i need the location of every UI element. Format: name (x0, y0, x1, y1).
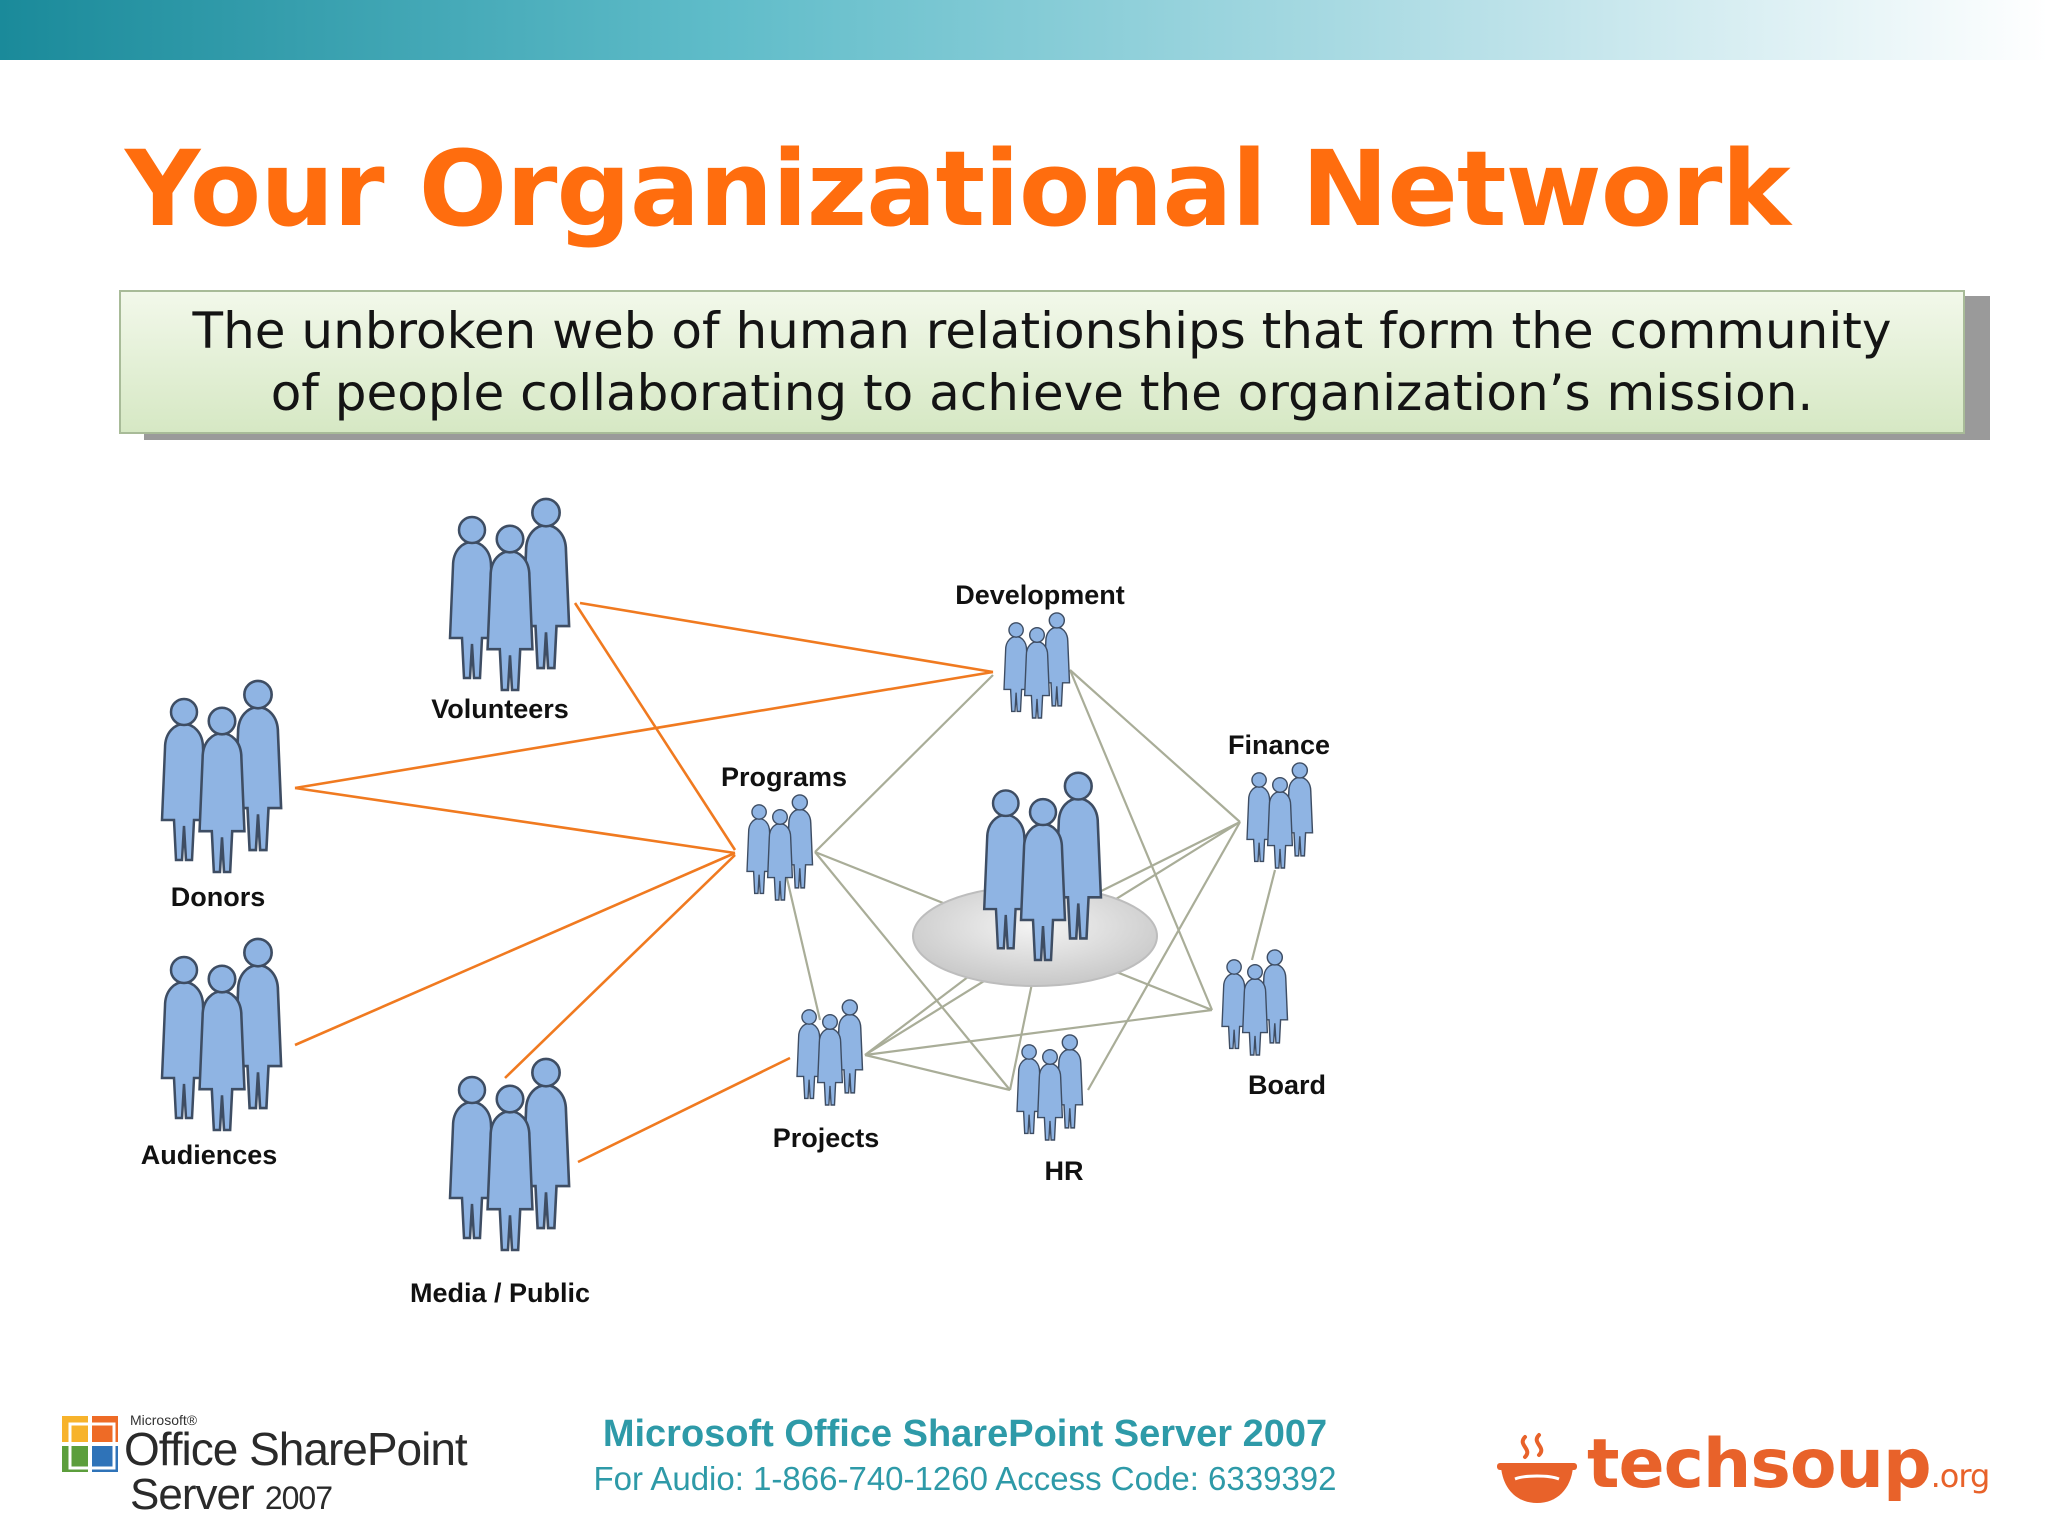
external-link-volunteers-development (580, 603, 993, 672)
node-label-projects: Projects (773, 1123, 880, 1153)
ms-logo-year: 2007 (265, 1480, 332, 1516)
node-label-audiences: Audiences (141, 1140, 278, 1170)
footer-audio-info: For Audio: 1-866-740-1260 Access Code: 6… (540, 1458, 1390, 1500)
external-link-media-projects (578, 1058, 790, 1162)
techsoup-suffix: .org (1931, 1457, 1990, 1495)
internal-link-programs-projects (785, 870, 820, 1020)
soup-bowl-icon (1495, 1429, 1579, 1513)
external-link-donors-development (295, 672, 993, 788)
node-label-board: Board (1248, 1070, 1326, 1100)
node-label-finance: Finance (1228, 730, 1330, 760)
node-label-media: Media / Public (410, 1278, 590, 1308)
people-group-finance-icon (1247, 763, 1313, 868)
node-label-development: Development (955, 580, 1125, 610)
footer-title: Microsoft Office SharePoint Server 2007 (540, 1410, 1390, 1458)
sharepoint-logo: Microsoft® Office SharePoint Server 2007 (58, 1410, 478, 1520)
techsoup-word: techsoup (1587, 1425, 1931, 1504)
external-link-donors-programs (295, 788, 735, 853)
internal-link-finance-board (1252, 870, 1275, 960)
people-group-donors-icon (162, 681, 281, 872)
people-group-center-icon (984, 773, 1101, 960)
external-link-volunteers-programs (575, 603, 735, 850)
techsoup-logo: techsoup.org (1495, 1425, 2005, 1515)
external-link-media-programs (505, 855, 735, 1078)
people-group-projects-icon (797, 1000, 863, 1105)
people-group-programs-icon (747, 795, 813, 900)
office-logo-icon (58, 1410, 126, 1478)
internal-link-projects-hr (865, 1055, 1010, 1090)
ms-logo-line1: Office SharePoint (124, 1422, 467, 1476)
node-label-volunteers: Volunteers (431, 694, 569, 724)
node-label-programs: Programs (721, 762, 847, 792)
people-group-audiences-icon (162, 939, 281, 1130)
people-group-hr-icon (1017, 1035, 1083, 1140)
node-label-donors: Donors (171, 882, 266, 912)
people-group-media-icon (450, 1059, 569, 1250)
ms-logo-line2: Server 2007 (130, 1470, 332, 1520)
people-group-board-icon (1222, 950, 1288, 1055)
ms-logo-server: Server (130, 1470, 254, 1519)
people-group-volunteers-icon (450, 499, 569, 690)
footer-info: Microsoft Office SharePoint Server 2007 … (540, 1410, 1390, 1500)
internal-link-development-finance (1070, 670, 1240, 822)
node-label-hr: HR (1045, 1156, 1084, 1186)
external-link-audiences-programs (295, 853, 735, 1045)
people-group-development-icon (1004, 613, 1070, 718)
techsoup-wordmark: techsoup.org (1587, 1425, 1989, 1504)
